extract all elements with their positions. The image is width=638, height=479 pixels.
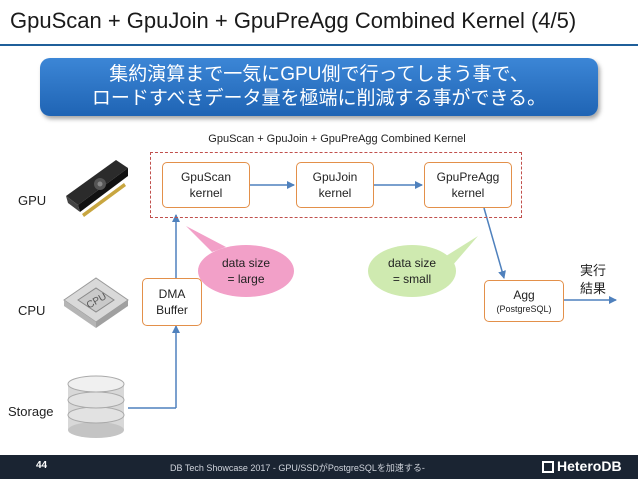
gpuscan-line-2: kernel: [189, 186, 223, 200]
dma-line-1: DMA: [158, 287, 186, 301]
arrow-gpupreagg-to-agg: [483, 207, 506, 279]
result-line-1: 実行: [580, 263, 607, 278]
result-label: 実行 結果: [580, 262, 606, 298]
gpupreagg-line-1: GpuPreAgg: [436, 170, 500, 184]
agg-postgresql-box: Agg (PostgreSQL): [484, 280, 564, 322]
gpujoin-kernel-box: GpuJoin kernel: [296, 162, 374, 208]
gpupreagg-line-2: kernel: [451, 186, 485, 200]
banner-line-1: 集約演算まで一気にGPU側で行ってしまう事で、: [109, 64, 529, 85]
gpujoin-line-1: GpuJoin: [312, 170, 358, 184]
bubble-large-line-1: data size: [221, 256, 271, 270]
cpu-chip-icon: CPU: [63, 277, 129, 328]
dma-line-2: Buffer: [156, 303, 188, 317]
heterodb-logo-icon: [542, 461, 554, 473]
banner-line-2: ロードすべきデータ量を極端に削減する事ができる。: [91, 88, 547, 109]
storage-cylinder-icon: [67, 375, 125, 438]
slide-title: GpuScan + GpuJoin + GpuPreAgg Combined K…: [10, 8, 577, 33]
title-divider: [0, 44, 638, 46]
gpuscan-kernel-box: GpuScan kernel: [162, 162, 250, 208]
heterodb-logo: HeteroDB: [557, 458, 622, 474]
gpujoin-line-2: kernel: [318, 186, 352, 200]
bubble-large-text: data size = large: [206, 255, 286, 287]
summary-banner: 集約演算まで一気にGPU側で行ってしまう事で、 ロードすべきデータ量を極端に削減…: [40, 58, 598, 116]
storage-label: Storage: [8, 404, 54, 419]
agg-line-2: (PostgreSQL): [496, 303, 552, 314]
slide-footer: 44 DB Tech Showcase 2017 - GPU/SSDがPostg…: [0, 455, 638, 479]
cpu-label: CPU: [18, 303, 46, 318]
dma-buffer-box: DMA Buffer: [142, 278, 202, 326]
combined-kernel-region: [150, 152, 522, 218]
kernel-group-caption: GpuScan + GpuJoin + GpuPreAgg Combined K…: [208, 133, 466, 145]
gpu-card-icon: [66, 160, 128, 217]
bubble-small-text: data size = small: [372, 255, 452, 287]
bubble-small-line-1: data size: [387, 256, 437, 270]
bubble-large-shape: [186, 226, 294, 297]
bubble-small-shape: [368, 236, 478, 297]
bubble-small-line-2: = small: [392, 272, 432, 286]
agg-line-1: Agg: [513, 287, 535, 302]
bubble-large-line-2: = large: [227, 272, 265, 286]
footer-text: DB Tech Showcase 2017 - GPU/SSDがPostgreS…: [170, 463, 425, 473]
page-number: 44: [36, 460, 48, 471]
gpupreagg-kernel-box: GpuPreAgg kernel: [424, 162, 512, 208]
gpu-label: GPU: [18, 193, 47, 208]
result-line-2: 結果: [580, 281, 607, 296]
gpuscan-line-1: GpuScan: [180, 170, 232, 184]
